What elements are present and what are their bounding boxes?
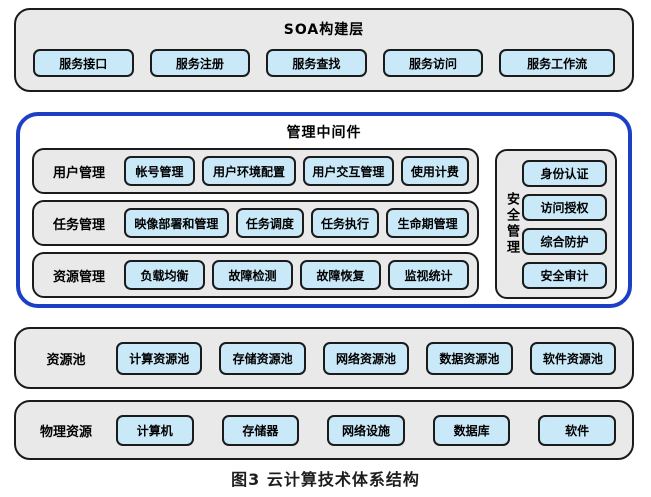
box-task-scheduling: 任务调度	[235, 208, 304, 238]
box-comprehensive-protection: 综合防护	[522, 227, 607, 255]
security-boxes: 身份认证 访问授权 综合防护 安全审计	[522, 159, 607, 289]
box-monitoring-statistics: 监视统计	[388, 260, 469, 290]
box-storage-pool: 存储资源池	[219, 341, 306, 375]
box-software-pool: 软件资源池	[529, 341, 617, 375]
box-computer: 计算机	[116, 414, 194, 446]
task-management-boxes: 映像部署和管理 任务调度 任务执行 生命期管理	[124, 208, 469, 238]
user-management-label: 用户管理	[52, 165, 105, 181]
box-user-interaction-mgmt: 用户交互管理	[303, 156, 394, 186]
task-management-row: 任务管理 映像部署和管理 任务调度 任务执行 生命期管理	[32, 200, 479, 246]
box-lifecycle-mgmt: 生命期管理	[386, 208, 469, 238]
box-network-facility: 网络设施	[327, 414, 405, 446]
box-image-deploy-mgmt: 映像部署和管理	[124, 208, 229, 238]
soa-box-service-access: 服务访问	[382, 49, 484, 77]
box-task-execution: 任务执行	[310, 208, 380, 238]
box-data-pool: 数据资源池	[426, 341, 513, 375]
box-account-management: 帐号管理	[124, 156, 195, 186]
box-user-env-config: 用户环境配置	[201, 156, 297, 186]
physical-resources-layer: 物理资源 计算机 存储器 网络设施 数据库 软件	[14, 400, 634, 460]
resource-pool-label: 资源池	[46, 352, 86, 368]
resource-pool-boxes: 计算资源池 存储资源池 网络资源池 数据资源池 软件资源池	[116, 341, 617, 375]
soa-box-row: 服务接口 服务注册 服务查找 服务访问 服务工作流	[16, 39, 632, 77]
box-software: 软件	[538, 414, 616, 446]
resource-management-label: 资源管理	[52, 269, 105, 285]
box-security-audit: 安全审计	[522, 261, 607, 289]
soa-box-service-workflow: 服务工作流	[499, 49, 616, 77]
box-access-authorization: 访问授权	[522, 193, 607, 221]
box-usage-billing: 使用计费	[400, 156, 469, 186]
physical-resources-label: 物理资源	[39, 424, 92, 440]
resource-pool-layer: 资源池 计算资源池 存储资源池 网络资源池 数据资源池 软件资源池	[14, 327, 634, 389]
box-identity-authentication: 身份认证	[522, 159, 607, 187]
box-fault-detection: 故障检测	[212, 260, 293, 290]
box-load-balancing: 负载均衡	[124, 260, 205, 290]
middleware-layer: 管理中间件 用户管理 帐号管理 用户环境配置 用户交互管理 使用计费 任务管理 …	[16, 112, 632, 308]
middleware-rows: 用户管理 帐号管理 用户环境配置 用户交互管理 使用计费 任务管理 映像部署和管…	[32, 148, 479, 299]
physical-resources-boxes: 计算机 存储器 网络设施 数据库 软件	[116, 414, 616, 446]
middleware-title: 管理中间件	[286, 125, 362, 141]
security-management-label: 安全管理	[504, 192, 519, 256]
user-management-row: 用户管理 帐号管理 用户环境配置 用户交互管理 使用计费	[32, 148, 479, 194]
box-storage-device: 存储器	[221, 414, 300, 446]
soa-layer-title: SOA构建层	[283, 22, 365, 38]
task-management-label: 任务管理	[52, 217, 105, 233]
resource-management-boxes: 负载均衡 故障检测 故障恢复 监视统计	[124, 260, 469, 290]
soa-layer: SOA构建层 服务接口 服务注册 服务查找 服务访问 服务工作流	[14, 8, 634, 92]
figure-caption: 图3 云计算技术体系结构	[231, 470, 420, 489]
soa-box-service-registry: 服务注册	[149, 49, 251, 77]
resource-management-row: 资源管理 负载均衡 故障检测 故障恢复 监视统计	[32, 252, 479, 298]
box-fault-recovery: 故障恢复	[300, 260, 381, 290]
user-management-boxes: 帐号管理 用户环境配置 用户交互管理 使用计费	[124, 156, 469, 186]
soa-box-service-lookup: 服务查找	[266, 49, 367, 77]
security-management-panel: 安全管理 身份认证 访问授权 综合防护 安全审计	[495, 149, 617, 299]
box-network-pool: 网络资源池	[322, 341, 410, 375]
box-compute-pool: 计算资源池	[116, 341, 203, 375]
box-database: 数据库	[432, 414, 511, 446]
soa-box-service-interface: 服务接口	[33, 49, 134, 77]
middleware-body: 用户管理 帐号管理 用户环境配置 用户交互管理 使用计费 任务管理 映像部署和管…	[20, 142, 628, 299]
